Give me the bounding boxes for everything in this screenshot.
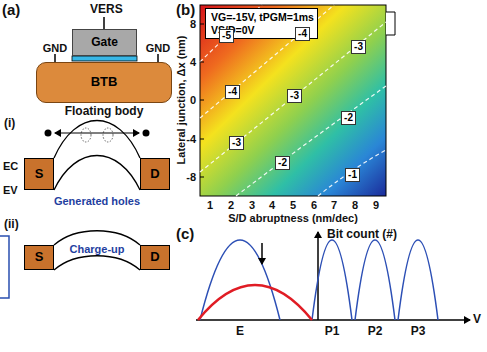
band-label: EV <box>3 184 18 196</box>
gate-oxide <box>72 56 137 61</box>
hole-dots <box>45 128 150 142</box>
tick-label: 0 <box>190 94 196 106</box>
side-bracket <box>0 236 9 298</box>
contour-value: -4 <box>295 27 310 41</box>
tick-label: 9 <box>373 199 379 211</box>
contour-value: -3 <box>229 136 244 150</box>
x-axis <box>196 319 470 321</box>
node-text: -3 <box>290 90 299 102</box>
contour-value: -1 <box>345 168 360 182</box>
tick-label: 5 <box>290 199 296 211</box>
node-text: Gate <box>91 36 118 50</box>
body-box: BTB <box>36 62 172 103</box>
source-box: S <box>24 245 54 270</box>
node-text: VG=-15V, tPGM=1ms <box>211 11 314 23</box>
axis-title: Lateral junction, Δx (nm) <box>175 36 187 165</box>
node-text: -2 <box>344 112 353 124</box>
drain-box: D <box>140 158 170 190</box>
caption-label: Floating body <box>65 105 144 118</box>
band-note: Generated holes <box>54 195 140 207</box>
band-label: EC <box>3 160 18 172</box>
contour-value: -5 <box>219 29 234 43</box>
node-text: -2 <box>278 157 287 169</box>
state-label: E <box>236 325 244 338</box>
axis-ticks <box>200 24 204 177</box>
state-label: P2 <box>368 325 383 338</box>
contour-value: -3 <box>287 89 302 103</box>
node-text: -4 <box>228 86 237 98</box>
signal-name: VERS <box>90 3 123 16</box>
drain-box: D <box>140 245 170 270</box>
tick-label: 8 <box>190 18 196 30</box>
contour-value: -3 <box>351 40 366 54</box>
legend-edge <box>386 12 395 35</box>
tick-label: 1 <box>207 199 213 211</box>
node-text: D <box>150 167 159 182</box>
panel-tag: (c) <box>176 226 194 243</box>
tick-label: 7 <box>331 199 337 211</box>
tick-label: -8 <box>186 171 196 183</box>
contour-map <box>200 5 386 196</box>
node-text: -3 <box>232 137 241 149</box>
ground-label: GND <box>146 42 170 54</box>
band-note: Charge-up <box>70 243 125 255</box>
panel-tag: (i) <box>4 117 15 130</box>
shift-arrow <box>261 243 263 264</box>
contour-value: -2 <box>275 156 290 170</box>
ground-label: GND <box>43 42 67 54</box>
node-text: BTB <box>91 75 118 90</box>
band-curves <box>54 121 140 271</box>
tick-label: 4 <box>269 199 275 211</box>
panel-tag: (b) <box>176 2 195 19</box>
tick-label: -4 <box>186 133 196 145</box>
contour-value: -2 <box>341 111 356 125</box>
gate-box: Gate <box>72 29 137 56</box>
node-text: S <box>35 250 44 265</box>
tick-label: 6 <box>311 199 317 211</box>
node-text: -4 <box>298 28 307 40</box>
contour-value: -4 <box>225 85 240 99</box>
node-text: D <box>150 250 159 265</box>
contour-lines <box>200 5 386 196</box>
state-label: P1 <box>325 325 340 338</box>
distributions <box>198 240 438 320</box>
tick-label: 3 <box>249 199 255 211</box>
node-text: -5 <box>222 30 231 42</box>
tick-label: 4 <box>190 56 196 68</box>
panel-tag: (a) <box>2 2 20 19</box>
tick-label: 8 <box>352 199 358 211</box>
axis-title: Bit count (#) <box>327 228 397 241</box>
source-box: S <box>24 158 54 190</box>
state-label: P3 <box>411 325 426 338</box>
node-text: -3 <box>354 41 363 53</box>
panel-tag: (ii) <box>4 218 19 231</box>
axis-title: S/D abruptness (nm/dec) <box>228 212 358 224</box>
axis-title: V <box>473 313 481 326</box>
tick-label: 2 <box>228 199 234 211</box>
gate-wire <box>103 17 105 29</box>
node-text: S <box>35 167 44 182</box>
node-text: -1 <box>348 169 357 181</box>
